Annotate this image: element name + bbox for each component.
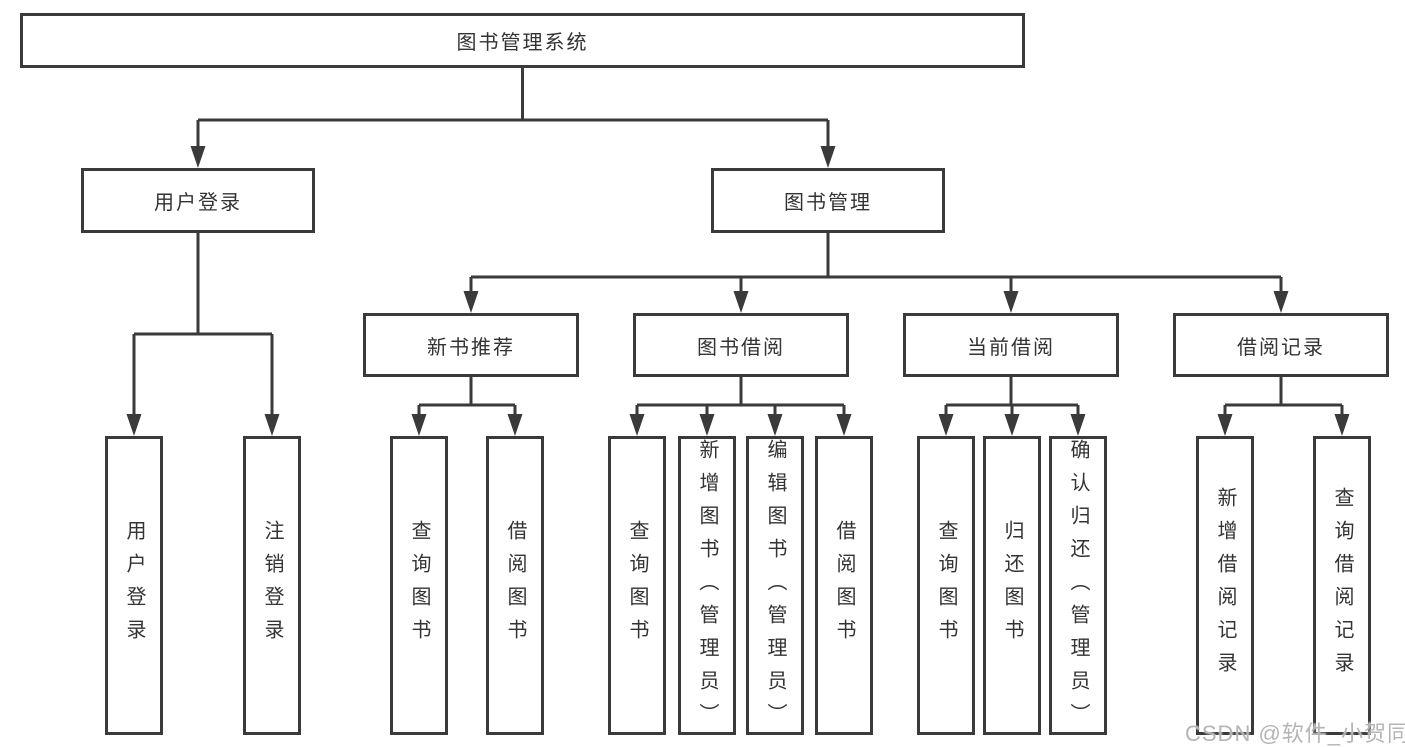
node-current-borrow: 当前借阅 <box>903 313 1119 377</box>
node-borrow-records: 借阅记录 <box>1173 313 1389 377</box>
node-root-system: 图书管理系统 <box>20 13 1025 68</box>
leaf-borrow-books-recommend: 借阅图书 <box>486 436 544 735</box>
node-user-login-branch: 用户登录 <box>81 168 315 233</box>
leaf-return-book: 归还图书 <box>983 436 1041 735</box>
leaf-query-books-recommend: 查询图书 <box>390 436 448 735</box>
leaf-add-borrow-record: 新增借阅记录 <box>1196 436 1254 735</box>
leaf-confirm-return-admin: 确认归还（管理员） <box>1049 436 1107 736</box>
leaf-query-books-borrow: 查询图书 <box>608 436 666 735</box>
leaf-borrow-books-borrow: 借阅图书 <box>815 436 873 735</box>
node-book-borrow: 图书借阅 <box>633 313 849 377</box>
node-new-book-recommend: 新书推荐 <box>363 313 579 377</box>
leaf-query-borrow-record: 查询借阅记录 <box>1313 436 1371 735</box>
leaf-add-book-admin: 新增图书（管理员） <box>678 436 736 736</box>
leaf-logout: 注销登录 <box>243 436 301 735</box>
leaf-edit-book-admin: 编辑图书（管理员） <box>746 436 804 736</box>
leaf-user-login: 用户登录 <box>105 436 163 735</box>
csdn-watermark: CSDN @软件_小贺同学 <box>1185 721 1405 746</box>
leaf-query-books-current: 查询图书 <box>917 436 975 735</box>
node-book-management-branch: 图书管理 <box>711 168 945 233</box>
